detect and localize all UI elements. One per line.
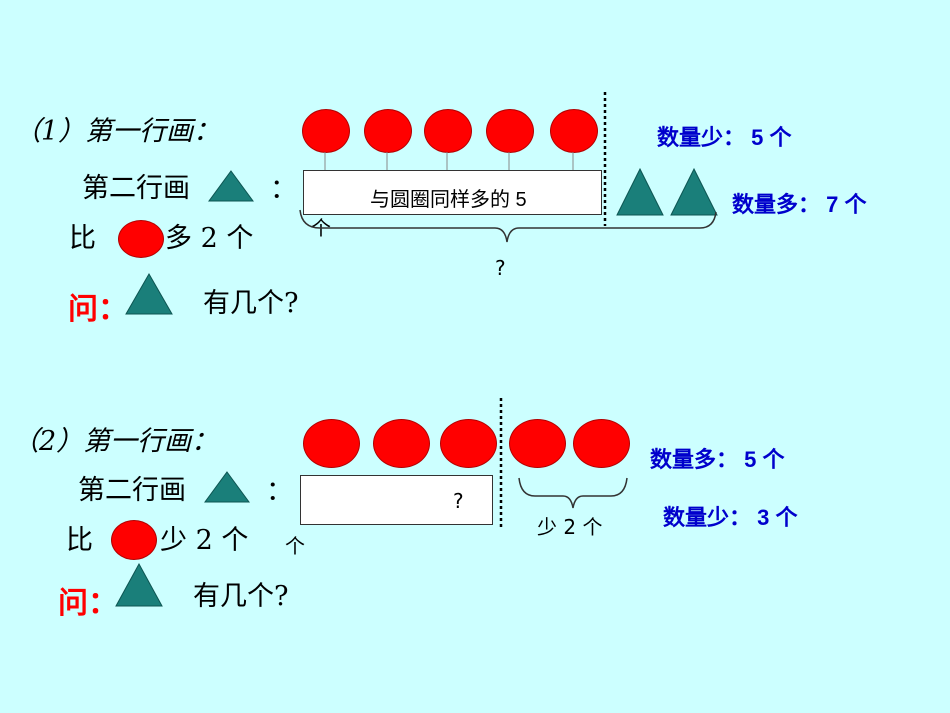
p2-compare-bi: 比 xyxy=(66,525,93,556)
red-circle-icon xyxy=(302,109,350,153)
red-circle-icon xyxy=(118,220,164,258)
red-circle-icon xyxy=(550,109,598,153)
p1-brace xyxy=(299,209,717,243)
p2-second-row-label: 第二行画 xyxy=(78,475,186,506)
teal-triangle-icon xyxy=(115,563,163,607)
teal-triangle-icon xyxy=(616,168,664,216)
p2-brace xyxy=(518,477,628,509)
p2-ask-rest: 有几个? xyxy=(193,581,289,612)
p1-box-text: 与圆圈同样多的 5 xyxy=(370,189,527,211)
red-circle-icon xyxy=(373,419,430,468)
red-circle-icon xyxy=(440,419,497,468)
p1-tick-marks xyxy=(324,152,574,170)
p2-first-row-label: （2）第一行画： xyxy=(12,426,219,457)
p2-brace-label: 少 2 个 xyxy=(537,515,603,539)
teal-triangle-icon xyxy=(670,168,718,216)
red-circle-icon xyxy=(424,109,472,153)
red-circle-icon xyxy=(303,419,360,468)
p1-fewer-label: 数量少： 5 个 xyxy=(657,125,792,150)
p2-box-text: ? xyxy=(453,489,464,513)
teal-triangle-icon xyxy=(204,471,250,503)
p1-first-row-label: （1）第一行画： xyxy=(14,116,221,147)
p1-ask-label: 问： xyxy=(68,292,128,327)
p1-more-label: 数量多： 7 个 xyxy=(732,192,867,217)
p1-ask-rest: 有几个? xyxy=(203,288,299,319)
p2-box-sub: 个 xyxy=(285,534,305,558)
p2-answer-box: ? xyxy=(300,475,493,525)
red-circle-icon xyxy=(573,419,630,468)
red-circle-icon xyxy=(364,109,412,153)
p2-ask-label: 问： xyxy=(58,586,118,621)
red-circle-icon xyxy=(111,520,157,560)
p1-colon: ： xyxy=(270,174,297,205)
p1-second-row-label: 第二行画 xyxy=(82,173,190,204)
p2-colon: ： xyxy=(266,476,293,507)
p1-compare-bi: 比 xyxy=(69,223,96,254)
p1-question-mark: ? xyxy=(495,256,506,280)
red-circle-icon xyxy=(486,109,534,153)
teal-triangle-icon xyxy=(125,273,173,315)
red-circle-icon xyxy=(509,419,566,468)
p2-more-label: 数量多： 5 个 xyxy=(650,447,785,472)
p2-fewer-label: 数量少： 3 个 xyxy=(663,505,798,530)
p1-answer-box: 与圆圈同样多的 5 xyxy=(303,170,602,215)
p1-compare-more: 多 2 个 xyxy=(165,223,254,254)
p2-compare-less: 少 2 个 xyxy=(160,525,249,556)
teal-triangle-icon xyxy=(208,170,254,202)
